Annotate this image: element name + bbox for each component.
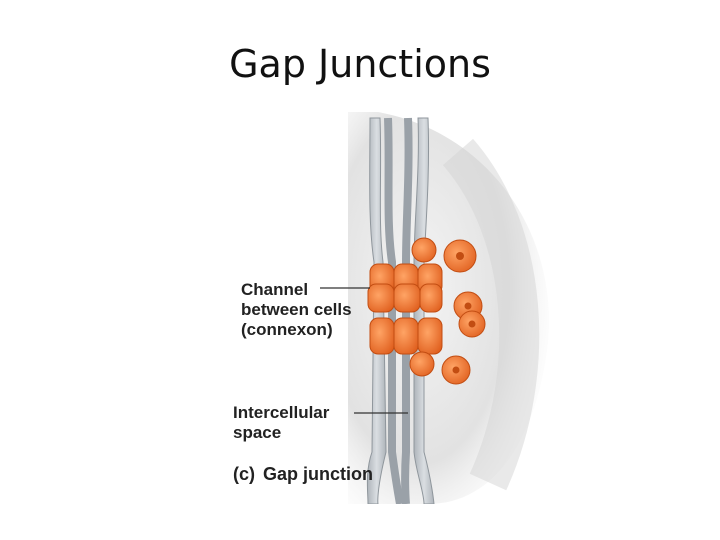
connexon-face-5 [409,237,437,377]
channel-label-line-2: between cells [241,300,352,319]
connexon-face-4 [441,355,471,385]
connexon-row-3 [369,317,443,355]
connexon-face-1 [443,239,477,273]
slide-title: Gap Junctions [229,42,491,86]
gap-junction-drawing [320,112,549,504]
intercellular-space-label: Intercellular space [233,403,329,443]
connexon-row-2 [367,283,443,313]
channel-label-line-1: Channel [241,280,309,299]
figure-caption: (c) Gap junction [233,464,373,484]
channel-label-line-3: (connexon) [241,320,333,339]
caption-text: Gap junction [263,464,373,484]
connexon-face-3 [458,310,486,338]
intercellular-label-line-1: Intercellular [233,403,330,422]
intercellular-label-line-2: space [233,423,282,442]
caption-letter: (c) [233,464,255,484]
gap-junction-illustration [228,112,560,504]
channel-label: Channel between cells (connexon) [241,280,352,340]
